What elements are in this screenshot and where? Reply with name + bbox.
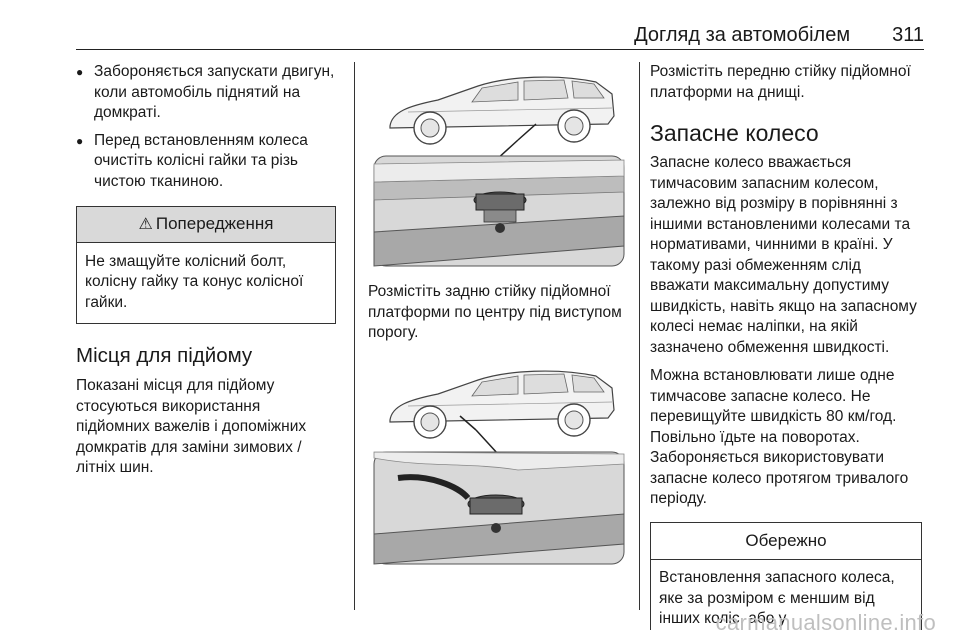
front-lift-paragraph: Розмістіть передню стійку підйомної плат… <box>650 63 911 101</box>
column-right: Розмістіть передню стійку підйомної плат… <box>650 62 922 630</box>
page-header: Догляд за автомобілем 311 <box>76 20 924 50</box>
section-paragraph: Показані місця для підйому стосуються ви… <box>76 377 307 476</box>
caution-title: Обережно <box>651 523 921 560</box>
caption-rear-lift: Розмістіть задню стійку підйомної платфо… <box>368 283 622 341</box>
bullet-item: Перед встановленням колеса очистіть колі… <box>76 131 336 193</box>
spare-wheel-paragraph-2: Можна встановлювати лише одне тимчасове … <box>650 367 909 507</box>
warning-title: ⚠Попередження <box>77 207 335 243</box>
car-lift-illustration-front <box>373 370 625 565</box>
caution-text: Встановлення запасного колеса, яке за ро… <box>659 569 895 627</box>
figure-rear-lift-point <box>368 64 630 267</box>
caution-box: Обережно Встановлення запасного колеса, … <box>650 521 922 630</box>
column-middle: Розмістіть задню стійку підйомної платфо… <box>368 64 630 568</box>
warning-box: ⚠Попередження Не змащуйте колісний болт,… <box>76 206 336 324</box>
warning-text: Не змащуйте колісний болт, колісну гайку… <box>85 252 304 311</box>
spare-wheel-paragraph-1: Запасне колесо вважається тимчасовим зап… <box>650 154 917 356</box>
warning-triangle-icon: ⚠ <box>138 216 153 233</box>
warning-title-text: Попередження <box>155 214 274 233</box>
bullet-list: Забороняється запускати двигун, коли авт… <box>76 62 336 192</box>
column-divider-2 <box>639 62 640 610</box>
page-number: 311 <box>892 24 924 46</box>
section-heading-spare-wheel: Запасне колесо <box>650 120 819 146</box>
car-lift-illustration-rear <box>373 76 625 267</box>
page-title: Догляд за автомобілем <box>634 24 851 46</box>
bullet-item: Забороняється запускати двигун, коли авт… <box>76 62 336 124</box>
watermark: carmanualsonline.info <box>715 610 936 635</box>
column-left: Забороняється запускати двигун, коли авт… <box>76 62 336 487</box>
section-heading-lift-points: Місця для підйому <box>76 344 253 367</box>
column-divider-1 <box>354 62 355 610</box>
figure-front-lift-point <box>368 358 630 565</box>
